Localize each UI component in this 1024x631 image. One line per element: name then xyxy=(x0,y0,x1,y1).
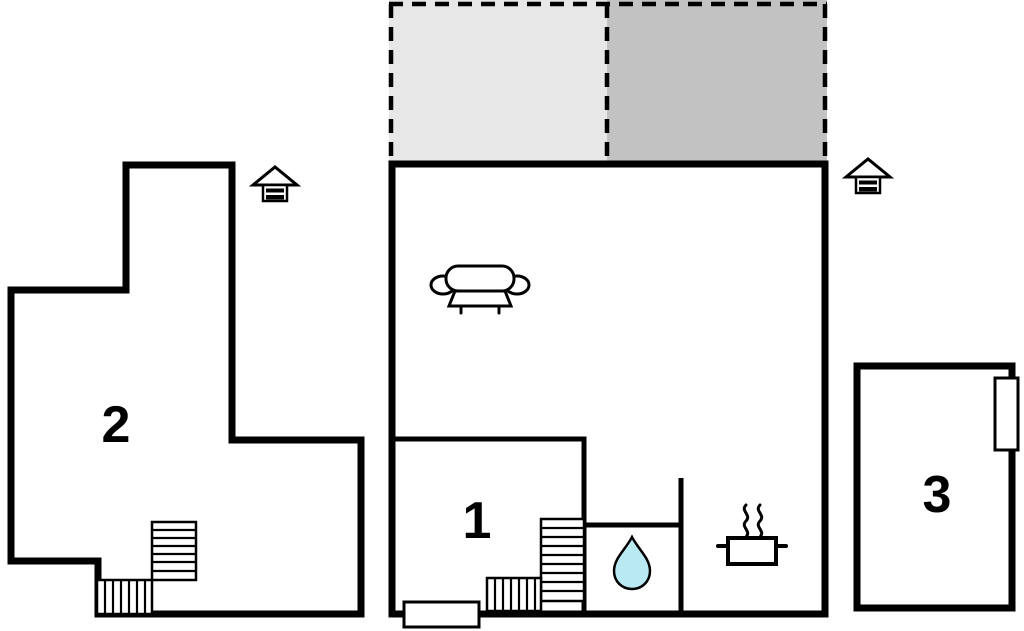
stair-treads xyxy=(103,580,147,614)
house-vent-icon xyxy=(841,157,895,195)
terrace-area-dark xyxy=(607,0,827,161)
stair-treads xyxy=(493,578,537,611)
room-1-label: 1 xyxy=(463,492,492,550)
cooking-pot-icon xyxy=(716,503,788,566)
stairs-icon-room-2 xyxy=(95,520,198,616)
stair-treads xyxy=(541,526,584,593)
terrace-dashed-border xyxy=(388,1,828,160)
room-3-label: 3 xyxy=(923,466,952,524)
terrace-area-light xyxy=(389,0,607,161)
stair-treads xyxy=(152,528,196,573)
sofa-icon xyxy=(429,264,531,315)
water-drop-icon xyxy=(612,534,652,591)
room-2-label: 2 xyxy=(102,396,131,454)
steam-icon xyxy=(742,503,764,539)
house-vent-icon xyxy=(248,165,302,203)
terrace-area xyxy=(388,0,828,161)
room-3-walls xyxy=(853,362,1016,612)
stairs-icon-room-1 xyxy=(485,517,586,613)
radiator-icon-room-1 xyxy=(402,600,481,629)
radiator-icon-room-3 xyxy=(993,376,1020,452)
